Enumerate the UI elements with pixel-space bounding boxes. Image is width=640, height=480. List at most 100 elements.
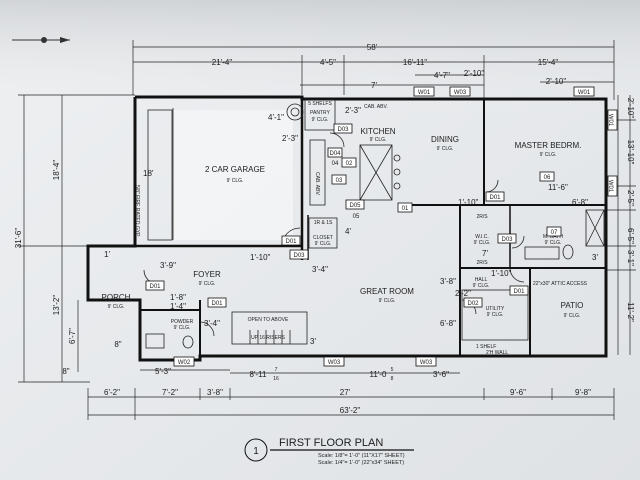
dim-11-0-5-8: 11'-0 5 8: [370, 367, 394, 382]
svg-text:04: 04: [332, 161, 339, 167]
svg-text:9' CLG.: 9' CLG.: [199, 281, 216, 287]
top-dimension-labels: 58' 21'-4" 4'-5" 16'-11" 15'-4" 7' 4'-7"…: [212, 43, 567, 90]
svg-text:W01: W01: [607, 180, 613, 193]
door-tag: D01: [281, 235, 301, 246]
svg-text:2'-10": 2'-10": [464, 69, 485, 78]
svg-text:7': 7': [482, 249, 488, 258]
svg-text:1'-10": 1'-10": [458, 198, 479, 207]
svg-text:W01: W01: [418, 90, 431, 96]
wic-rod-note: 2R/S: [476, 214, 488, 220]
pantry-label: PANTRY: [310, 110, 330, 116]
top-dimensions: [132, 40, 615, 100]
svg-text:13'-10": 13'-10": [626, 140, 635, 165]
toilet-icon: [182, 335, 194, 349]
svg-text:3': 3': [310, 337, 316, 346]
wic-rod-note-2: 2R/S: [476, 260, 488, 266]
svg-text:W03: W03: [328, 360, 341, 366]
garage-ceiling: 9' CLG.: [227, 178, 244, 184]
keynote-tags: 01 02 03 04 05 06 07: [331, 157, 562, 237]
svg-text:02: 02: [346, 161, 353, 167]
foyer-label: FOYER: [193, 270, 221, 279]
scale-note-2: Scale: 1/4"= 1'-0" (22"x34" SHEET): [318, 460, 404, 466]
svg-text:7'-2": 7'-2": [162, 388, 178, 397]
svg-text:2'-5": 2'-5": [626, 190, 635, 206]
svg-text:11'-6": 11'-6": [548, 183, 568, 192]
attic-access-note: 22"x30" ATTIC ACCESS: [533, 281, 588, 287]
dining-label: DINING: [431, 135, 459, 144]
bottom-dimensions: [87, 369, 615, 420]
pantry-shelf-note: 5 SHELFS: [308, 101, 332, 107]
svg-text:D03: D03: [293, 253, 305, 259]
svg-text:5'-3": 5'-3": [155, 367, 171, 376]
kitchen-island: [359, 144, 393, 201]
svg-text:13'-2": 13'-2": [52, 295, 61, 316]
door-tag: D03: [333, 123, 353, 134]
door-tag: D03: [497, 233, 517, 244]
window-tag: W01: [607, 109, 618, 131]
svg-text:9' CLG.: 9' CLG.: [545, 240, 562, 246]
svg-text:3'-8": 3'-8": [207, 388, 223, 397]
closet-label: CLOSET: [313, 235, 333, 241]
svg-text:8: 8: [391, 376, 394, 382]
door-tags: D01 D03 D01 D04 D01 D03 D03 D01 D02 D01 …: [145, 123, 529, 308]
svg-text:D01: D01: [489, 195, 501, 201]
svg-text:21'-4": 21'-4": [212, 58, 233, 67]
svg-text:6'-2": 6'-2": [104, 388, 120, 397]
utility-label: UTILITY: [486, 306, 505, 312]
door-tag: D01: [145, 280, 165, 291]
closet-box: [308, 217, 338, 249]
window-tag: W01: [573, 86, 595, 97]
svg-text:9' CLG.: 9' CLG.: [473, 283, 490, 289]
svg-text:11'-0: 11'-0: [370, 370, 387, 379]
svg-text:1'-8": 1'-8": [170, 293, 186, 302]
hall-label: HALL: [475, 277, 488, 283]
svg-text:4'-7": 4'-7": [434, 71, 450, 80]
sink-icon: [145, 333, 165, 349]
shower-icon: [585, 209, 605, 247]
svg-text:D05: D05: [349, 203, 361, 209]
wic-label: W.I.C.: [475, 234, 489, 240]
detail-number: 1: [253, 446, 259, 457]
svg-text:W03: W03: [420, 360, 433, 366]
interior-walls: [135, 99, 606, 356]
stair-outline: [231, 311, 308, 345]
stair-risers-note: UP 16 RISERS: [251, 335, 285, 341]
garage-slab: [173, 110, 293, 240]
title-block: 1 FIRST FLOOR PLAN Scale: 1/8"= 1'-0" (1…: [244, 437, 414, 466]
svg-text:9'-6": 9'-6": [510, 388, 526, 397]
svg-text:9' CLG.: 9' CLG.: [487, 312, 504, 318]
cab-abv-note: CAB. ABV.: [364, 104, 388, 110]
keynote-tag: 01: [397, 202, 413, 213]
scale-note-1: Scale: 1/8"= 1'-0" (11"X17" SHEET): [318, 453, 405, 459]
pantry-box: [304, 99, 336, 131]
svg-text:9' CLG.: 9' CLG.: [564, 313, 581, 319]
kitchen-cab-note: CAB. ABV.: [314, 172, 320, 196]
svg-text:7: 7: [275, 367, 278, 373]
utility-room: [461, 289, 529, 341]
svg-text:3'-8": 3'-8": [440, 277, 456, 286]
door-tag: D02: [463, 297, 483, 308]
svg-text:D01: D01: [285, 239, 297, 245]
svg-text:D03: D03: [501, 237, 513, 243]
svg-text:D01: D01: [211, 301, 223, 307]
svg-text:9' CLG.: 9' CLG.: [108, 304, 125, 310]
svg-text:3'-6": 3'-6": [433, 370, 449, 379]
svg-text:16: 16: [273, 376, 279, 382]
master-bath-label: M. BATH: [543, 234, 563, 240]
svg-text:3'-9": 3'-9": [160, 261, 176, 270]
svg-text:1': 1': [104, 250, 110, 259]
kitchen-counter: [309, 139, 326, 206]
svg-text:9'-8": 9'-8": [575, 388, 591, 397]
svg-text:W01: W01: [607, 114, 613, 127]
svg-text:2'-2": 2'-2": [455, 289, 471, 298]
window-tag: W01: [413, 86, 435, 97]
svg-text:D01: D01: [149, 284, 161, 290]
svg-text:15'-4": 15'-4": [538, 58, 559, 67]
svg-text:9' CLG.: 9' CLG.: [379, 298, 396, 304]
svg-text:2'-3": 2'-3": [282, 134, 298, 143]
keynote-tag: 03: [331, 174, 347, 185]
overall-bottom-width-dim: 63'-2": [340, 406, 361, 415]
svg-text:9' CLG.: 9' CLG.: [437, 146, 454, 152]
stair-treads: [249, 330, 291, 344]
